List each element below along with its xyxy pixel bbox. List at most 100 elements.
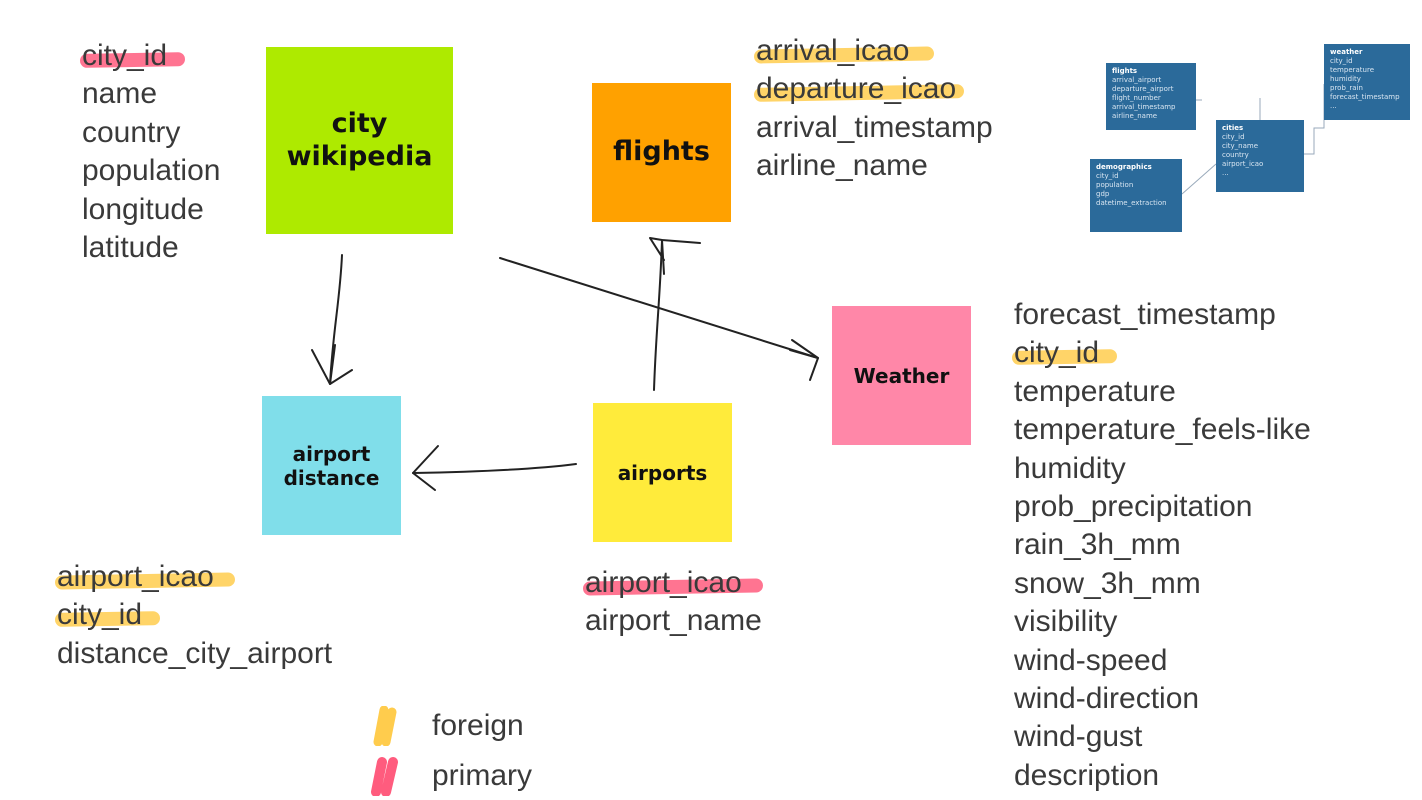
weather-field-label: description	[1014, 758, 1160, 792]
city-field: country	[82, 114, 220, 152]
primary-swatch-icon	[371, 757, 398, 796]
city-field-label: population	[82, 154, 221, 188]
distance-field: distance_city_airport	[57, 635, 332, 673]
city-field-label: country	[82, 115, 181, 149]
thumb-table-field: datetime_extraction	[1096, 199, 1167, 207]
weather-field-label: prob_precipitation	[1014, 489, 1253, 523]
entity-city-wikipedia: city wikipedia	[266, 47, 453, 234]
legend-primary-label: primary	[432, 759, 533, 792]
thumb-table-title: demographics	[1096, 163, 1152, 171]
city-field: longitude	[82, 191, 220, 229]
weather-field-label: rain_3h_mm	[1014, 528, 1181, 562]
thumb-table-field: population	[1096, 181, 1134, 189]
weather-field: humidity	[1014, 450, 1311, 488]
city-field-label: city_id	[82, 39, 168, 72]
entity-distance-title: airport distance	[283, 441, 380, 490]
crowfoot-distance	[311, 344, 353, 385]
thumb-table-field: ...	[1222, 169, 1229, 177]
city-field: population	[82, 152, 220, 190]
weather-field-label: forecast_timestamp	[1014, 298, 1276, 331]
thumb-table-field: humidity	[1330, 75, 1361, 83]
entity-flights-title: flights	[613, 136, 710, 168]
thumb-table-field: flight_number	[1112, 94, 1161, 102]
distance-field-label: city_id	[57, 598, 143, 632]
crowfoot-airports	[412, 445, 439, 491]
entity-weather-title: Weather	[853, 363, 950, 388]
thumb-table-field: departure_airport	[1112, 85, 1174, 93]
weather-field: forecast_timestamp	[1014, 296, 1311, 334]
thumb-table-field: gdp	[1096, 190, 1110, 198]
thumb-table-field: temperature	[1330, 66, 1374, 74]
airports-field-label: airport_name	[585, 604, 762, 638]
relation-city-weather	[499, 257, 819, 359]
weather-field-label: wind-direction	[1014, 681, 1200, 715]
airports-field-label: airport_icao	[585, 566, 742, 599]
weather-field: temperature	[1014, 373, 1311, 411]
weather-field-label: visibility	[1014, 605, 1118, 639]
flights-field: airline_name	[756, 147, 993, 185]
thumb-table-title: weather	[1330, 48, 1363, 56]
weather-field: wind-speed	[1014, 642, 1311, 680]
thumb-table-field: city_id	[1222, 133, 1245, 141]
distance-field: airport_icao	[54, 558, 332, 596]
weather-field: rain_3h_mm	[1014, 526, 1311, 564]
legend-foreign-label: foreign	[432, 709, 524, 742]
thumb-table-field: airline_name	[1112, 112, 1158, 120]
thumb-table-title: cities	[1222, 124, 1244, 132]
relation-city-distance	[329, 254, 343, 385]
thumb-table-field: airport_icao	[1222, 160, 1264, 168]
foreign-swatch-icon	[373, 706, 397, 746]
weather-field: visibility	[1014, 603, 1311, 641]
entity-city-title: city wikipedia	[286, 108, 433, 172]
thumb-table-field: forecast_timestamp	[1330, 93, 1400, 101]
airports-field: airport_icao	[582, 564, 764, 602]
relation-distance-airports	[412, 463, 577, 474]
crowfoot-weather	[789, 339, 819, 381]
thumb-table-field: city_id	[1330, 57, 1353, 65]
thumb-table-field: arrival_airport	[1112, 76, 1162, 84]
flights-field-label: arrival_timestamp	[756, 110, 993, 144]
distance-field: city_id	[54, 596, 332, 634]
thumb-table-field: country	[1222, 151, 1249, 159]
city-field: name	[82, 75, 220, 113]
entity-weather: Weather	[832, 306, 971, 445]
city-field-label: latitude	[82, 230, 179, 264]
flights-field: arrival_timestamp	[756, 109, 993, 147]
entity-airports: airports	[593, 403, 732, 542]
distance-field-label: distance_city_airport	[57, 636, 333, 670]
entity-flights: flights	[592, 83, 731, 222]
city-field-label: longitude	[82, 192, 204, 226]
weather-field: city_id	[1011, 334, 1311, 372]
airports-field: airport_name	[585, 602, 762, 640]
legend: foreign primary	[366, 704, 606, 800]
flights-field: arrival_icao	[753, 32, 993, 70]
thumb-table-field: ...	[1330, 102, 1337, 110]
weather-field: prob_precipitation	[1014, 488, 1311, 526]
entity-airports-title: airports	[617, 460, 708, 485]
thumb-table-field: arrival_timestamp	[1112, 103, 1176, 111]
airports-field-list: airport_icao airport_name	[582, 564, 764, 641]
flights-field-label: airline_name	[756, 149, 928, 183]
thumb-table-field: city_name	[1222, 142, 1259, 150]
crowfoot-flights	[649, 237, 701, 275]
weather-field: wind-gust	[1014, 718, 1311, 756]
legend-foreign: foreign	[366, 704, 524, 748]
thumbnail-connectors	[1181, 84, 1325, 195]
thumb-table-field: city_id	[1096, 172, 1119, 180]
weather-field: snow_3h_mm	[1014, 565, 1311, 603]
city-field: city_id	[79, 37, 220, 75]
city-field: latitude	[82, 229, 220, 267]
flights-field-label: arrival_icao	[756, 34, 910, 67]
weather-field: description	[1014, 757, 1311, 795]
weather-field-label: wind-speed	[1014, 643, 1168, 677]
weather-field: temperature_feels-like	[1014, 411, 1311, 449]
thumb-table-title: flights	[1112, 67, 1138, 75]
